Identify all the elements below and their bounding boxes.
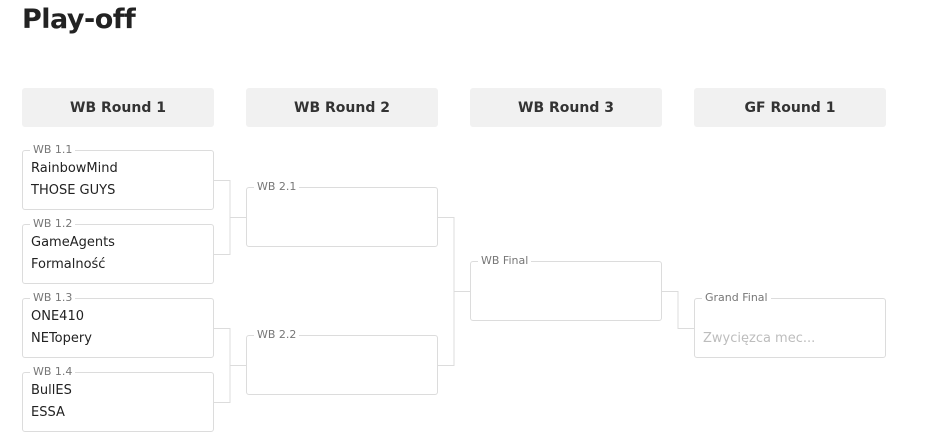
match-label: WB 1.2 [30,217,76,231]
match-wb-final[interactable]: WB Final [470,254,662,321]
match-label: WB 2.1 [254,180,300,194]
team-placeholder: Zwycięzca mec... [703,331,816,346]
match-wb-1-4[interactable]: WB 1.4 BullES ESSA [22,365,214,432]
round-header-gf-round-1: GF Round 1 [694,88,886,127]
match-label: WB 2.2 [254,328,300,342]
match-wb-1-1[interactable]: WB 1.1 RainbowMind THOSE GUYS [22,143,214,210]
team-name: GameAgents [31,235,115,250]
connector-wb2-wbf [438,217,455,366]
team-name: RainbowMind [31,161,118,176]
match-grand-final[interactable]: Grand Final Zwycięzca mec... [694,291,886,358]
round-header-wb-round-3: WB Round 3 [470,88,662,127]
connector-wb13-wb22 [214,328,231,403]
match-wb-1-3[interactable]: WB 1.3 ONE410 NETopery [22,291,214,358]
match-label: WB 1.3 [30,291,76,305]
match-wb-1-2[interactable]: WB 1.2 GameAgents Formalność [22,217,214,284]
match-wb-2-1[interactable]: WB 2.1 [246,180,438,247]
match-label: Grand Final [702,291,771,305]
match-label: WB Final [478,254,532,268]
team-name: BullES [31,383,72,398]
team-name: THOSE GUYS [31,183,116,198]
connector-wbf-gf [662,291,694,329]
team-name: ESSA [31,405,65,420]
match-label: WB 1.1 [30,143,76,157]
team-name: NETopery [31,331,92,346]
page-title: Play-off [22,4,136,35]
team-name: ONE410 [31,309,84,324]
match-wb-2-2[interactable]: WB 2.2 [246,328,438,395]
match-label: WB 1.4 [30,365,76,379]
round-header-wb-round-1: WB Round 1 [22,88,214,127]
connector-wb11-wb21 [214,180,231,255]
team-name: Formalność [31,257,106,272]
round-header-wb-round-2: WB Round 2 [246,88,438,127]
